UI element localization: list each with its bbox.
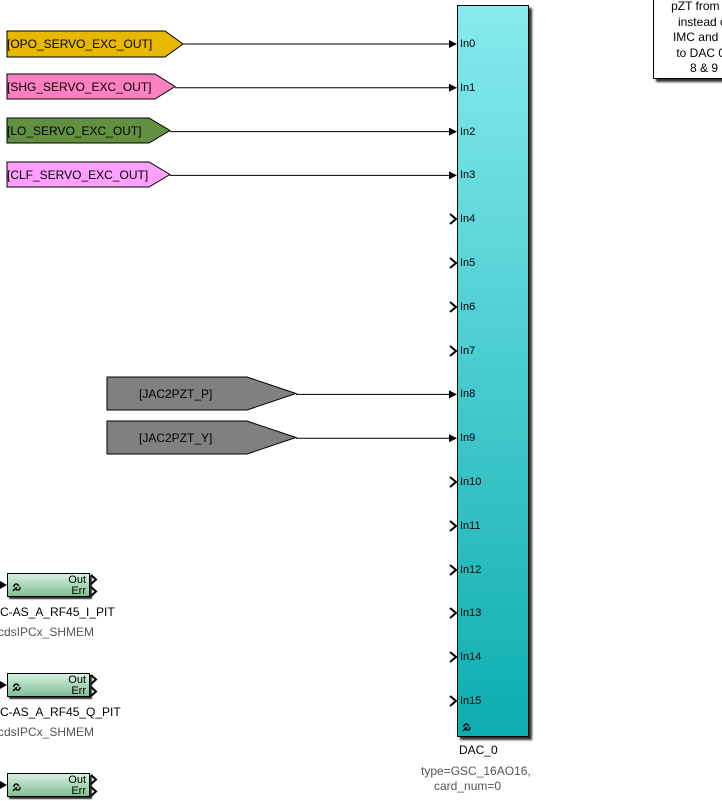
port-label: In1 <box>460 81 476 94</box>
err-port-label: Err <box>71 785 86 797</box>
ipc-block-type: cdsIPCx_SHMEM <box>0 725 95 739</box>
dac-params-card: card_num=0 <box>434 779 502 793</box>
port-label: In2 <box>460 125 476 138</box>
ipc-block-type: cdsIPCx_SHMEM <box>0 625 95 639</box>
note-line: 8 & 9 <box>689 61 719 75</box>
library-link-icon <box>12 783 21 792</box>
goto-tag-label: [JAC2PZT_P] <box>139 386 213 401</box>
goto-tag-shape <box>6 73 176 100</box>
port-label: In3 <box>460 169 476 182</box>
arrow-head-icon <box>449 127 457 136</box>
out-port-label: Out <box>68 674 86 686</box>
library-link-icon <box>12 683 21 692</box>
goto-tag-shape <box>6 30 184 58</box>
input-port-chevron-icon[interactable] <box>449 301 457 313</box>
output-port-chevron-icon[interactable] <box>90 774 98 798</box>
arrow-head-icon <box>449 83 457 92</box>
output-port-chevron-icon[interactable] <box>90 574 98 598</box>
port-label: In0 <box>460 38 476 50</box>
note-line: to DAC 0 I <box>676 45 722 60</box>
port-label: In12 <box>460 563 482 576</box>
arrow-head-icon <box>449 390 457 399</box>
input-arrow-icon <box>0 681 7 689</box>
port-label: In13 <box>460 607 482 620</box>
dac-block[interactable] <box>457 5 529 737</box>
note-line: IMC and pu <box>672 30 722 44</box>
dac-params-type: type=GSC_16AO16, <box>421 764 531 778</box>
goto-tag-label: [JAC2PZT_Y] <box>139 430 213 445</box>
input-port-chevron-icon[interactable] <box>449 520 457 532</box>
port-label: In7 <box>460 344 476 357</box>
input-port-chevron-icon[interactable] <box>449 563 457 576</box>
input-port-chevron-icon[interactable] <box>449 344 457 357</box>
note-line: pZT from JA <box>671 0 722 13</box>
port-label: In6 <box>460 300 476 313</box>
ipc-block[interactable]: Out Err <box>0 573 98 597</box>
port-label: In11 <box>460 519 481 532</box>
goto-tag-shape <box>106 420 298 455</box>
port-label: In5 <box>460 257 476 269</box>
goto-tag-shape <box>6 161 171 188</box>
goto-tag-shape <box>106 376 298 411</box>
port-label: In4 <box>460 213 476 226</box>
annotation-note: pZT from JA instead of IMC and pu to DAC… <box>653 0 722 79</box>
goto-tag-label: [LO_SERVO_EXC_OUT] <box>7 123 142 138</box>
input-port-chevron-icon[interactable] <box>449 651 457 663</box>
input-port-chevron-icon[interactable] <box>449 695 457 707</box>
arrow-head-icon <box>449 434 457 443</box>
note-line: instead of <box>677 14 722 29</box>
port-label: In9 <box>460 432 476 445</box>
out-port-label: Out <box>68 774 86 786</box>
goto-tag-label: [CLF_SERVO_EXC_OUT] <box>7 167 149 182</box>
input-arrow-icon <box>0 781 7 789</box>
port-label: In15 <box>460 695 482 707</box>
goto-tag-label: [OPO_SERVO_EXC_OUT] <box>7 37 153 51</box>
goto-tag-shape <box>6 117 171 144</box>
ipc-block-name: SC-AS_A_RF45_Q_PIT <box>0 705 121 719</box>
input-arrow-icon <box>0 581 7 589</box>
input-port-chevron-icon[interactable] <box>449 607 457 620</box>
library-link-icon <box>462 723 471 732</box>
port-label: In14 <box>460 651 482 664</box>
goto-tag-label: [SHG_SERVO_EXC_OUT] <box>7 79 152 94</box>
port-label: In8 <box>460 388 476 401</box>
arrow-head-icon <box>449 40 457 48</box>
arrow-head-icon <box>449 171 457 180</box>
ipc-block[interactable]: Out Err <box>0 673 98 697</box>
input-port-chevron-icon[interactable] <box>449 257 457 269</box>
input-port-chevron-icon[interactable] <box>449 213 457 225</box>
ipc-block-name: SC-AS_A_RF45_I_PIT <box>0 605 115 619</box>
out-port-label: Out <box>68 574 86 586</box>
library-link-icon <box>12 583 21 592</box>
err-port-label: Err <box>71 585 86 597</box>
err-port-label: Err <box>71 685 86 697</box>
dac-name: DAC_0 <box>459 743 498 757</box>
input-port-chevron-icon[interactable] <box>449 476 457 488</box>
output-port-chevron-icon[interactable] <box>90 674 98 698</box>
ipc-block[interactable]: Out Err <box>0 773 98 797</box>
port-label: In10 <box>460 476 482 488</box>
